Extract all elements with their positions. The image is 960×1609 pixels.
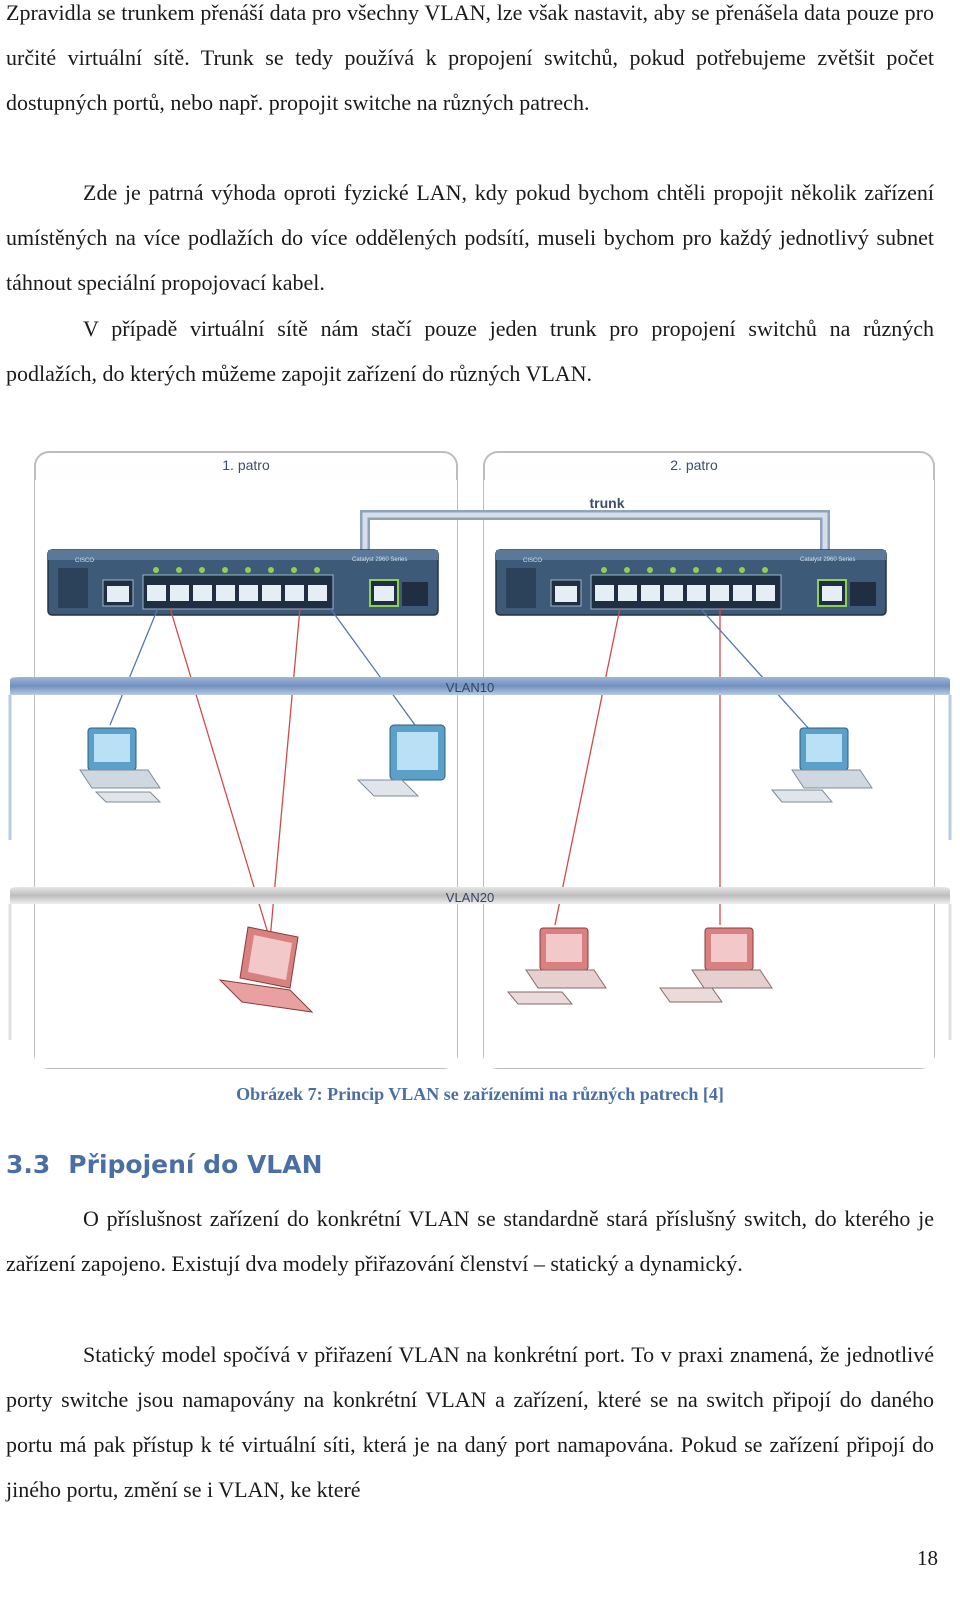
vlan10-band	[10, 677, 950, 695]
vlan10-computer-floor2	[770, 727, 873, 803]
vlan10-computer-floor1	[79, 727, 162, 803]
section-heading: 3.3 Připojení do VLAN	[6, 1150, 323, 1179]
switch-floor1: CISCO Catalyst 2960 Series	[47, 549, 439, 616]
switch-floor2: CISCO Catalyst 2960 Series	[495, 549, 887, 616]
vlan20-laptop-floor1	[218, 926, 314, 1013]
vlan20-computer-floor2-a	[506, 927, 607, 1005]
trunk-label: trunk	[590, 495, 625, 511]
paragraph-physical-lan: Zde je patrná výhoda oproti fyzické LAN,…	[6, 180, 934, 295]
vlan10-computer-floor1-b	[356, 724, 446, 797]
vlan-diagram-svg: 1. patro 2. patro trunk CISCO Catalyst 2…	[8, 451, 952, 1069]
page-number: 18	[917, 1546, 938, 1570]
section-number: 3.3	[6, 1150, 51, 1179]
switch1-brand: CISCO	[75, 558, 94, 564]
floor2-label: 2. patro	[670, 457, 718, 473]
vlan-diagram: 1. patro 2. patro trunk CISCO Catalyst 2…	[0, 440, 960, 1090]
floor1-label: 1. patro	[222, 457, 270, 473]
vlan20-band	[10, 887, 950, 904]
paragraph-membership: O příslušnost zařízení do konkrétní VLAN…	[6, 1206, 934, 1276]
paragraph-trunk-intro: Zpravidla se trunkem přenáší data pro vš…	[6, 0, 934, 115]
paragraph-static-model: Statický model spočívá v přiřazení VLAN …	[6, 1342, 934, 1502]
switch1-model: Catalyst 2960 Series	[352, 557, 407, 563]
switch2-brand: CISCO	[523, 558, 542, 564]
paragraph-virtual-network: V případě virtuální sítě nám stačí pouze…	[6, 316, 934, 386]
vlan20-label: VLAN20	[446, 890, 494, 905]
vlan10-label: VLAN10	[446, 680, 494, 695]
section-title: Připojení do VLAN	[68, 1150, 323, 1179]
device-cables	[109, 607, 811, 941]
figure-caption: Obrázek 7: Princip VLAN se zařízeními na…	[236, 1084, 724, 1104]
vlan20-computer-floor2-b	[659, 927, 773, 1003]
switch2-model: Catalyst 2960 Series	[800, 557, 855, 563]
